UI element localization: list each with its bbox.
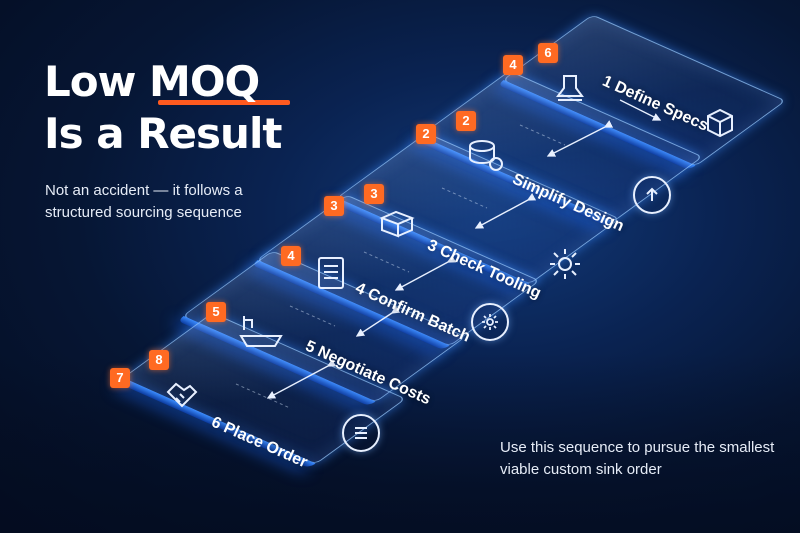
- handshake-icon: [164, 378, 200, 416]
- range-hood-icon: [552, 72, 588, 112]
- headline-underline: [158, 100, 290, 105]
- headline: Low MOQ Is a Result: [44, 56, 282, 160]
- database-icon: [466, 138, 506, 178]
- headline-line-2: Is a Result: [44, 109, 282, 158]
- settings-icon: [471, 303, 509, 341]
- call-to-action-text: Use this sequence to pursue the smallest…: [500, 439, 775, 478]
- document-icon: [316, 256, 346, 294]
- badge-step-6-front: 8: [149, 350, 169, 370]
- badge-step-1-front: 6: [538, 43, 558, 63]
- badge-step-3-front: 3: [364, 184, 384, 204]
- subtitle: Not an accident — it follows a structure…: [45, 182, 243, 221]
- cube-icon: [378, 208, 416, 244]
- badge-step-6-back: 7: [110, 368, 130, 388]
- upload-icon: [633, 176, 671, 214]
- box-icon: [704, 106, 736, 144]
- badge-step-2-front: 2: [456, 111, 476, 131]
- badge-step-2-back: 2: [416, 124, 436, 144]
- badge-step-1-back: 4: [503, 55, 523, 75]
- headline-line-1: Low MOQ: [44, 57, 260, 106]
- sink-icon: [238, 312, 284, 354]
- gear-icon: [547, 246, 583, 286]
- badge-step-3-back: 3: [324, 196, 344, 216]
- list-icon: [342, 414, 380, 452]
- badge-step-4-front: 4: [281, 246, 301, 266]
- badge-step-5-front: 5: [206, 302, 226, 322]
